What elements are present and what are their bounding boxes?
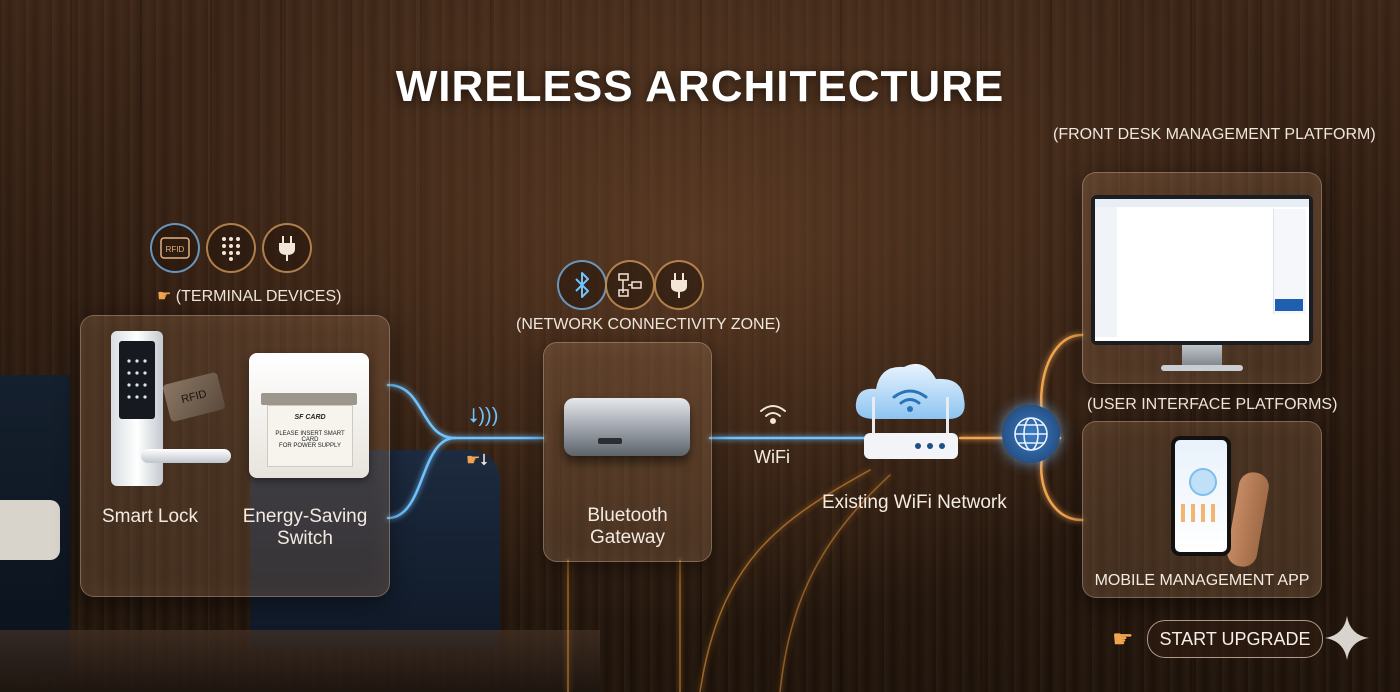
cta-pointing-hand-icon: ☛ <box>1112 626 1134 653</box>
smart-lock-label: Smart Lock <box>101 506 199 527</box>
blue-link-terminal-bottom <box>386 436 457 520</box>
floor <box>0 630 600 692</box>
mobile-panel: MOBILE MANAGEMENT APP <box>1082 421 1322 598</box>
orange-line-curve-1 <box>699 469 871 692</box>
card-slot <box>261 393 357 405</box>
gateway-port <box>598 438 622 444</box>
desktop-monitor-image <box>1091 195 1313 345</box>
phone-screen <box>1175 440 1227 552</box>
ui-platforms-caption: (USER INTERFACE PLATFORMS) <box>1087 396 1338 413</box>
bluetooth-pointer-icon: ☛⭣ <box>466 452 488 469</box>
pointing-hand-icon: ☛ <box>157 288 172 305</box>
sparkle-icon <box>1324 615 1370 666</box>
network-nodes-icon <box>605 260 655 310</box>
rfid-card: RFID <box>162 371 226 423</box>
desktop-screen <box>1095 199 1309 341</box>
monitor-stand <box>1182 345 1222 367</box>
page-title: WIRELESS ARCHITECTURE <box>395 62 1005 111</box>
svg-text:RFID: RFID <box>166 245 185 254</box>
lock-handle <box>141 449 231 463</box>
phone-image <box>1171 436 1231 556</box>
gateway-power-icon <box>654 260 704 310</box>
smart-lock-image <box>111 331 231 486</box>
orange-line-curve-2 <box>779 474 891 692</box>
lock-keypad-screen <box>119 341 155 419</box>
wifi-network-label: Existing WiFi Network <box>822 492 1007 513</box>
wifi-link-label: WiFi <box>754 447 790 467</box>
phone-lock-icon <box>1189 468 1217 496</box>
cloud-router-image <box>852 357 970 470</box>
rfid-card-icon: RFID <box>150 223 200 273</box>
globe-icon <box>1002 405 1060 463</box>
keypad-icon <box>206 223 256 273</box>
bed-linen <box>0 500 60 560</box>
energy-switch-label: Energy-Saving Switch <box>242 506 368 549</box>
terminal-devices-panel: RFID SF CARD PLEASE INSERT SMART CARD FO… <box>80 315 390 597</box>
hand <box>1224 470 1272 569</box>
front-desk-panel <box>1082 172 1322 384</box>
network-caption: (NETWORK CONNECTIVITY ZONE) <box>516 316 781 333</box>
blue-link-terminal-top <box>386 383 457 440</box>
network-panel: Bluetooth Gateway <box>543 342 712 562</box>
gateway-label: Bluetooth Gateway <box>587 505 668 548</box>
terminal-caption: ☛ (TERMINAL DEVICES) <box>157 288 342 305</box>
mobile-app-label: MOBILE MANAGEMENT APP <box>1094 572 1310 589</box>
armchair <box>250 450 500 650</box>
bluetooth-icon <box>557 260 607 310</box>
power-plug-icon <box>262 223 312 273</box>
bluetooth-signal-icon: ⭣))) <box>469 405 499 427</box>
gateway-device-image <box>564 398 690 456</box>
wifi-signal-icon <box>758 402 788 431</box>
start-upgrade-button[interactable]: START UPGRADE <box>1147 620 1323 658</box>
front-desk-caption: (FRONT DESK MANAGEMENT PLATFORM) <box>1053 126 1376 143</box>
monitor-base <box>1161 365 1243 371</box>
inserted-card: SF CARD PLEASE INSERT SMART CARD FOR POW… <box>267 405 353 467</box>
energy-switch-image: SF CARD PLEASE INSERT SMART CARD FOR POW… <box>249 353 369 478</box>
